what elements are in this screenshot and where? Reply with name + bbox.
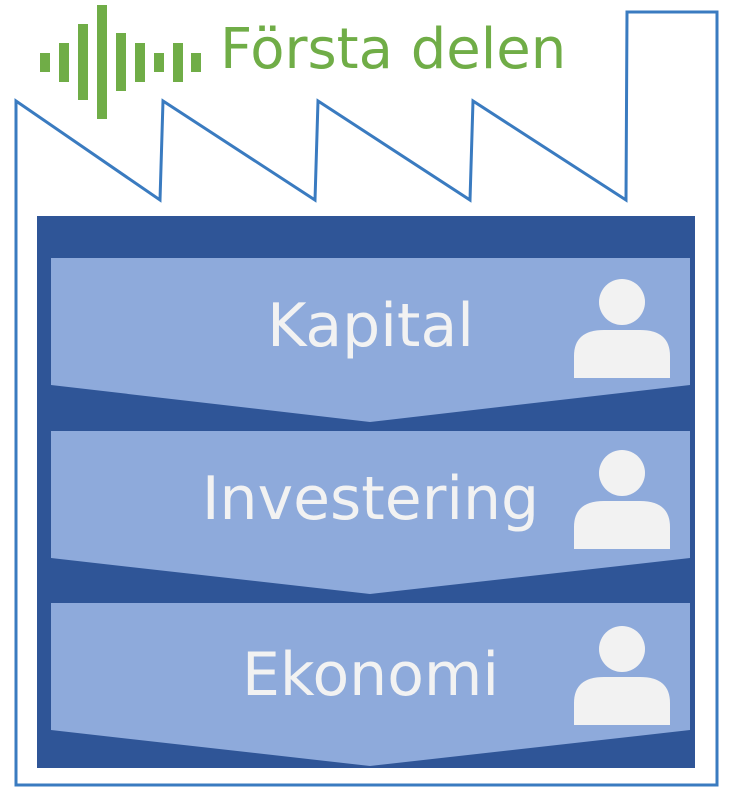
person-icon: [574, 450, 670, 549]
stage-ekonomi: Ekonomi: [51, 611, 690, 738]
person-icon: [574, 626, 670, 725]
person-icon: [574, 279, 670, 378]
stage-chevron-3: [51, 603, 690, 766]
stage-investering: Investering: [51, 435, 690, 562]
stage-label: Ekonomi: [241, 639, 500, 710]
stage-chevron-2: [51, 431, 690, 594]
factory-outline: [14, 10, 719, 787]
stage-label: Investering: [201, 463, 540, 534]
stage-chevron-1: [51, 258, 690, 422]
logo-sound-bars-icon: [40, 5, 201, 119]
stage-kapital: Kapital: [51, 262, 690, 389]
diagram-title: Första delen: [220, 17, 567, 82]
stage-label: Kapital: [267, 290, 474, 361]
